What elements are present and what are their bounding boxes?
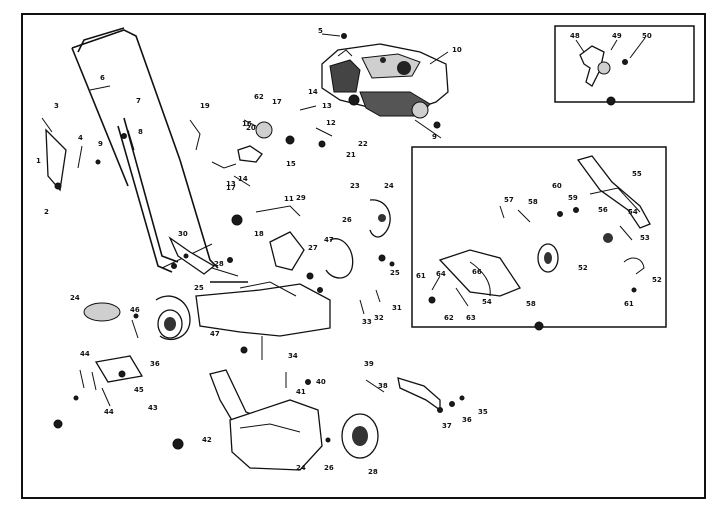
callout-53: 53	[640, 234, 650, 242]
callout-58: 58	[528, 198, 538, 206]
lower-bracket	[53, 355, 144, 429]
callout-44b: 44	[104, 408, 114, 416]
callout-19: 19	[200, 102, 210, 110]
callout-18: 18	[254, 230, 264, 238]
callout-24b: 24	[70, 294, 80, 302]
callout-7: 7	[136, 97, 141, 105]
callout-30: 30	[178, 230, 188, 238]
callout-50: 50	[642, 32, 652, 40]
callout-26b: 26	[324, 464, 334, 472]
callout-40: 40	[316, 378, 326, 386]
callout-57: 57	[504, 196, 514, 204]
callout-14b: 14	[238, 175, 248, 183]
engine-assembly	[321, 33, 449, 139]
callout-46: 46	[130, 306, 140, 314]
right-inset-parts	[428, 155, 651, 307]
callout-1: 1	[36, 157, 41, 165]
callout-36: 36	[150, 360, 160, 368]
inset-right-connector	[534, 321, 544, 331]
callout-64: 64	[436, 270, 446, 278]
callout-47a: 47	[324, 236, 334, 244]
callout-28b: 28	[368, 468, 378, 476]
callout-8: 8	[138, 128, 143, 136]
callout-12: 12	[326, 119, 336, 127]
callout-37: 37	[442, 422, 452, 430]
drive-pulleys	[231, 199, 395, 315]
callout-54: 54	[628, 208, 638, 216]
callout-62b: 62	[444, 314, 454, 322]
outer-frame	[21, 13, 706, 499]
callout-31: 31	[392, 304, 402, 312]
auger-housing	[83, 281, 331, 360]
callout-36b: 36	[462, 416, 472, 424]
callout-43: 43	[148, 404, 158, 412]
callout-21: 21	[346, 151, 356, 159]
callout-60: 60	[552, 182, 562, 190]
callout-39: 39	[364, 360, 374, 368]
callout-47b: 47	[210, 330, 220, 338]
control-linkage	[189, 105, 333, 187]
callout-48: 48	[570, 32, 580, 40]
inset-bracket-part	[575, 37, 646, 87]
callout-26: 26	[342, 216, 352, 224]
callout-63: 63	[466, 314, 476, 322]
callout-16: 16	[242, 120, 252, 128]
callout-49: 49	[612, 32, 622, 40]
callout-52b: 52	[578, 264, 588, 272]
inset-connector-dot	[606, 96, 616, 106]
callout-38: 38	[378, 382, 388, 390]
callout-4: 4	[78, 134, 83, 142]
callout-61a: 61	[416, 272, 426, 280]
callout-25b: 25	[194, 284, 204, 292]
callout-15: 15	[286, 160, 296, 168]
callout-56: 56	[598, 206, 608, 214]
callout-24c: 24	[296, 464, 306, 472]
callout-11: 11	[284, 195, 294, 203]
callout-59: 59	[568, 194, 578, 202]
callout-33: 33	[362, 318, 372, 326]
callout-14a: 14	[308, 88, 318, 96]
callout-61b: 61	[624, 300, 634, 308]
callout-engine-5: 5	[318, 27, 323, 35]
callout-13b: 13	[226, 180, 236, 188]
callout-9a: 9	[432, 133, 437, 141]
callout-54b: 54	[482, 298, 492, 306]
callout-23: 23	[350, 182, 360, 190]
callout-17b: 17	[226, 184, 236, 192]
bottom-auger-assembly	[172, 369, 385, 471]
callout-42: 42	[202, 436, 212, 444]
callout-44a: 44	[80, 350, 90, 358]
callout-41: 41	[296, 388, 306, 396]
callout-55: 55	[632, 170, 642, 178]
callout-labels: 5106371962171413129489121620151413172221…	[36, 27, 662, 476]
callout-66: 66	[472, 268, 482, 276]
callout-32: 32	[374, 314, 384, 322]
callout-27: 27	[308, 244, 318, 252]
callout-62: 62	[254, 93, 264, 101]
callout-25: 25	[390, 269, 400, 277]
callout-58b: 58	[526, 300, 536, 308]
callout-45: 45	[134, 386, 144, 394]
callout-24a: 24	[384, 182, 394, 190]
callout-35: 35	[478, 408, 488, 416]
callout-34: 34	[288, 352, 298, 360]
callout-52: 52	[652, 276, 662, 284]
skid-shoe	[397, 377, 465, 413]
callout-2: 2	[44, 208, 49, 216]
callout-29: 29	[296, 194, 306, 202]
callout-28: 28	[214, 260, 224, 268]
callout-9b: 9	[98, 140, 103, 148]
callout-3: 3	[54, 102, 59, 110]
handle-assembly	[41, 27, 239, 277]
callout-13a: 13	[322, 102, 332, 110]
callout-handle-6: 6	[100, 74, 105, 82]
callout-engine-10: 10	[452, 46, 462, 54]
callout-20: 20	[246, 124, 256, 132]
callout-22: 22	[358, 140, 368, 148]
inset-box-top	[554, 25, 695, 103]
callout-17: 17	[272, 98, 282, 106]
